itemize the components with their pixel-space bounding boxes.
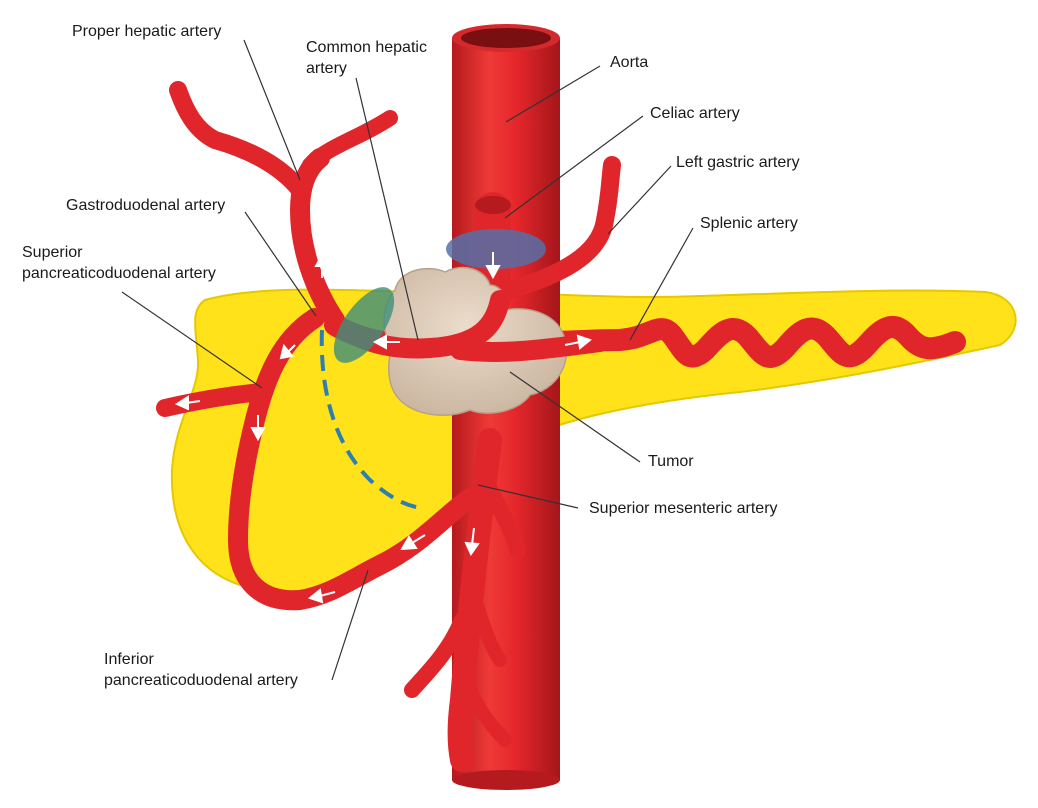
label-tumor: Tumor: [648, 453, 694, 470]
label-superior-pd-line1: Superior: [22, 244, 83, 261]
pancreas: [170, 288, 1017, 593]
label-inferior-pd-line1: Inferior: [104, 651, 154, 668]
superior-mesenteric-artery: [404, 428, 526, 772]
arrow-up-icon: [314, 252, 330, 278]
label-splenic-artery: Splenic artery: [700, 215, 798, 232]
arrow-left-icon: [400, 534, 426, 551]
gastroduodenal-branch: [156, 383, 271, 417]
arrow-down-icon: [250, 415, 266, 442]
label-inferior-pd-line2: pancreaticoduodenal artery: [104, 672, 298, 689]
arrow-left-icon: [279, 343, 296, 360]
arrow-down-icon: [485, 252, 501, 280]
arrow-down-icon: [464, 527, 480, 557]
label-left-gastric-artery: Left gastric artery: [676, 154, 800, 171]
label-common-hepatic-artery-line2: artery: [306, 60, 347, 77]
flow-arrows: [174, 252, 593, 604]
splenic-artery: [489, 316, 966, 368]
resection-line: [319, 329, 421, 510]
celiac-clamp: [446, 229, 546, 269]
label-superior-pd-line2: pancreaticoduodenal artery: [22, 265, 216, 282]
label-gastroduodenal-artery: Gastroduodenal artery: [66, 197, 226, 214]
proper-hepatic-artery: [169, 81, 398, 330]
arrow-right-icon: [564, 334, 593, 350]
label-celiac-artery: Celiac artery: [650, 105, 740, 122]
arrow-left-icon: [307, 588, 336, 604]
arrow-left-icon: [372, 334, 400, 350]
label-proper-hepatic-artery: Proper hepatic artery: [72, 23, 222, 40]
label-aorta: Aorta: [610, 54, 649, 71]
label-common-hepatic-artery-line1: Common hepatic: [306, 39, 427, 56]
gastroduodenal-clamp: [333, 287, 395, 363]
leader-lines: [121, 39, 694, 681]
left-gastric-artery: [501, 156, 621, 299]
label-superior-mesenteric-artery: Superior mesenteric artery: [589, 500, 778, 517]
arrow-left-icon: [174, 395, 201, 411]
